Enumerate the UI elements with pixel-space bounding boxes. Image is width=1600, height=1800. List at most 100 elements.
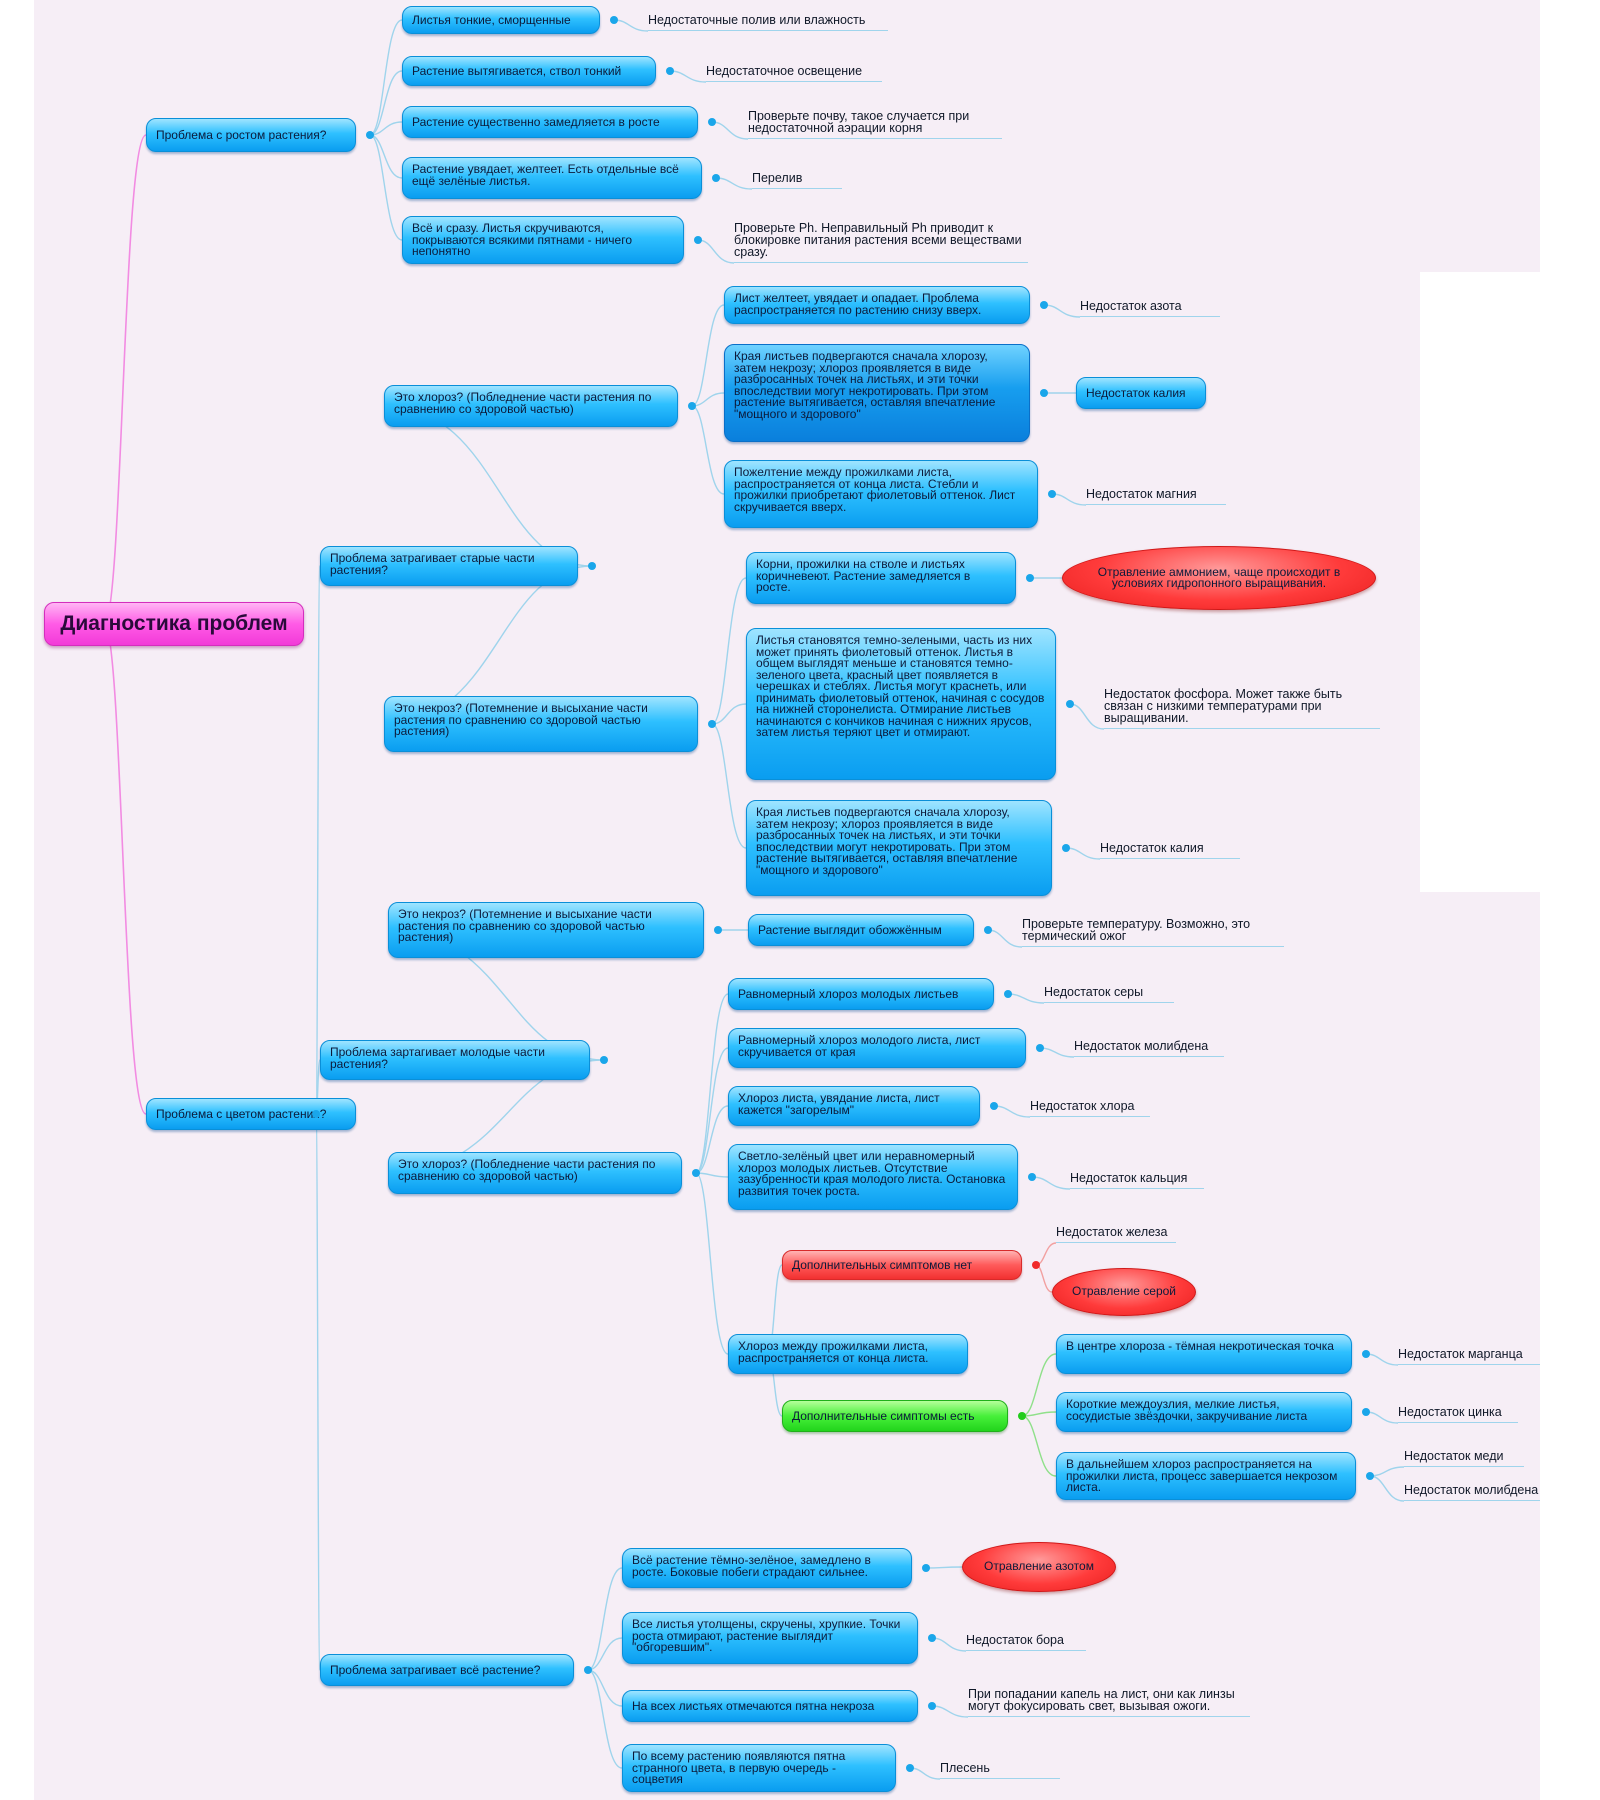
old-chlorosis-item-3[interactable]: Пожелтение между прожилками листа, распр… [724,460,1038,528]
whole-plant-item-2[interactable]: Все листья утолщены, скручены, хрупкие. … [622,1612,918,1664]
connector [369,70,403,136]
young-chlorosis-item-4[interactable]: Светло-зелёный цвет или неравномерный хл… [728,1144,1018,1210]
junction-dot [1018,1412,1026,1420]
old-parts-question[interactable]: Проблема затрагивает старые части растен… [320,546,578,586]
connector [715,177,753,190]
connector [987,929,1023,948]
young-necrosis-question[interactable]: Это некроз? (Потемнение и высыхание част… [388,902,704,958]
old-chlorosis-answer-3: Недостаток магния [1086,488,1226,505]
connector [103,134,147,625]
junction-dot [1362,1408,1370,1416]
whole-plant-item-4[interactable]: По всему растению появляются пятна стран… [622,1744,896,1792]
root-node[interactable]: Диагностика проблем [44,602,304,646]
connector [691,405,725,495]
extra-item-3[interactable]: В дальнейшем хлороз распространяется на … [1056,1452,1356,1500]
old-chlorosis-answer-2[interactable]: Недостаток калия [1076,377,1206,409]
old-chlorosis-item-2[interactable]: Края листьев подвергаются сначала хлороз… [724,344,1030,442]
connector [1369,1475,1405,1502]
junction-dot [584,1666,592,1674]
old-necrosis-item-2[interactable]: Листья становятся темно-зелеными, часть … [746,628,1056,780]
junction-dot [984,926,992,934]
old-chlorosis-item-1[interactable]: Лист желтеет, увядает и опадает. Проблем… [724,286,1030,324]
whole-plant-item-1[interactable]: Всё растение тёмно-зелёное, замедлено в … [622,1548,912,1588]
young-necrosis-item[interactable]: Растение выглядит обожжённым [748,914,974,946]
growth-symptom-5[interactable]: Всё и сразу. Листья скручиваются, покрыв… [402,216,684,264]
nitrogen-poisoning-answer[interactable]: Отравление азотом [962,1542,1116,1592]
junction-dot [906,1764,914,1772]
growth-symptom-3[interactable]: Растение существенно замедляется в росте [402,106,698,138]
growth-symptom-1[interactable]: Листья тонкие, сморщенные [402,6,600,34]
young-chlorosis-answer-1: Недостаток серы [1044,986,1174,1003]
young-chlorosis-item-1[interactable]: Равномерный хлороз молодых листьев [728,978,994,1010]
connector [691,392,725,407]
color-question[interactable]: Проблема с цветом растения? [146,1098,356,1130]
molybdenum-answer: Недостаток молибдена [1404,1484,1540,1501]
extra-symptoms-present[interactable]: Дополнительные симптомы есть [782,1400,1008,1432]
junction-dot [1040,389,1048,397]
junction-dot [1062,844,1070,852]
old-necrosis-answer-1[interactable]: Отравление аммонием, чаще происходит в у… [1062,546,1376,610]
sulfur-poisoning-answer[interactable]: Отравление серой [1052,1268,1196,1316]
growth-answer-2: Недостаточное освещение [706,65,882,82]
extra-item-2[interactable]: Короткие междоузлия, мелкие листья, сосу… [1056,1392,1352,1432]
young-parts-question[interactable]: Проблема зартагивает молодые части расте… [320,1040,590,1080]
junction-dot [1066,700,1074,708]
connector [695,993,729,1174]
connector [1021,1415,1057,1477]
junction-dot [990,1102,998,1110]
growth-answer-3: Проверьте почву, такое случается при нед… [748,110,1002,139]
connector [1031,1176,1071,1190]
old-necrosis-item-1[interactable]: Корни, прожилки на стволе и листьях кори… [746,552,1016,604]
old-necrosis-item-3[interactable]: Края листьев подвергаются сначала хлороз… [746,800,1052,896]
junction-dot [600,1056,608,1064]
growth-question[interactable]: Проблема с ростом растения? [146,118,356,152]
extra-item-1[interactable]: В центре хлороза - тёмная некротическая … [1056,1334,1352,1374]
connector [697,239,735,264]
junction-dot [714,926,722,934]
junction-dot [1032,1261,1040,1269]
copper-answer: Недостаток меди [1404,1450,1524,1467]
growth-symptom-2[interactable]: Растение вытягивается, ствол тонкий [402,56,656,86]
junction-dot [922,1564,930,1572]
connector [369,134,403,179]
connector [383,405,593,567]
interveinal-chlorosis[interactable]: Хлороз между прожилками листа, распростр… [728,1334,968,1374]
young-chlorosis-answer-2: Недостаток молибдена [1074,1040,1224,1057]
junction-dot [1366,1472,1374,1480]
old-necrosis-answer-3: Недостаток калия [1100,842,1240,859]
junction-dot [1026,574,1034,582]
connector [695,1172,729,1355]
no-extra-symptoms[interactable]: Дополнительных симптомов нет [782,1250,1022,1280]
growth-answer-4: Перелив [752,172,842,189]
junction-dot [1004,990,1012,998]
connector [587,1567,623,1671]
connector [1021,1353,1057,1417]
connector [993,1105,1031,1118]
whole-plant-question[interactable]: Проблема затрагивает всё растение? [320,1654,574,1686]
growth-symptom-4[interactable]: Растение увядает, желтеет. Есть отдельны… [402,157,702,199]
young-chlorosis-item-3[interactable]: Хлороз листа, увядание листа, лист кажет… [728,1086,980,1126]
whole-plant-item-3[interactable]: На всех листьях отмечаются пятна некроза [622,1690,918,1722]
connector [587,1669,623,1769]
connector [1365,1411,1399,1424]
connector [1007,993,1045,1004]
young-chlorosis-question[interactable]: Это хлороз? (Побледнение части растения … [388,1152,682,1194]
connector [695,1105,729,1174]
connector [103,623,147,1115]
connector [925,1566,963,1569]
junction-dot [666,67,674,75]
connector [931,1705,969,1718]
young-chlorosis-item-2[interactable]: Равномерный хлороз молодого листа, лист … [728,1028,1026,1068]
growth-answer-5: Проверьте Ph. Неправильный Ph приводит к… [734,222,1028,263]
connector [691,304,725,407]
connector [315,1113,321,1671]
old-chlorosis-question[interactable]: Это хлороз? (Побледнение части растения … [384,385,678,427]
junction-dot [688,402,696,410]
boron-answer: Недостаток бора [966,1634,1086,1651]
lens-burn-answer: При попадании капель на лист, они как ли… [968,1688,1250,1717]
junction-dot [712,174,720,182]
old-necrosis-question[interactable]: Это некроз? (Потемнение и высыхание част… [384,696,698,752]
manganese-answer: Недостаток марганца [1398,1348,1540,1365]
